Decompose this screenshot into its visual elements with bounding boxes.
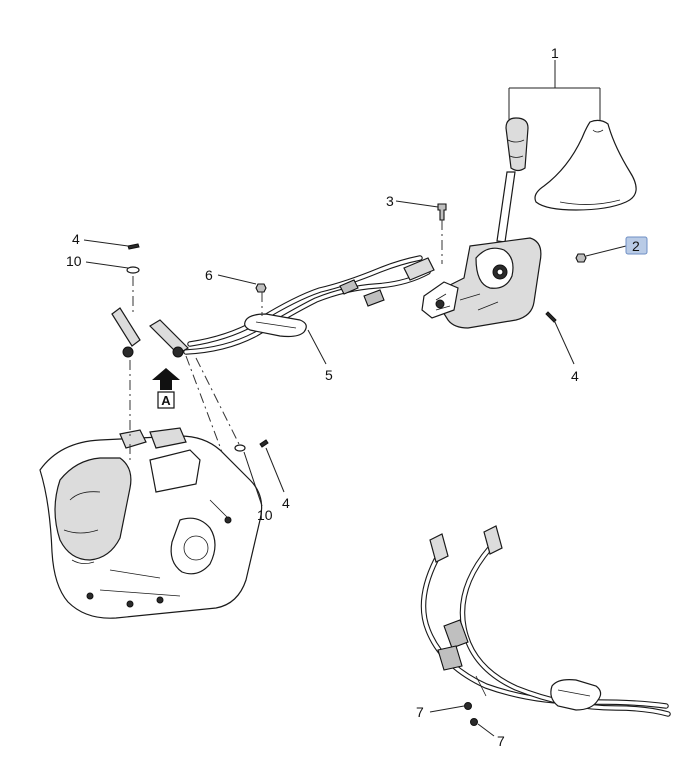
leader-lines (83, 60, 627, 737)
callout-10-lower: 10 (257, 507, 273, 523)
callout-10-upper-left: 10 (66, 253, 82, 269)
washer-10-lower (234, 444, 246, 452)
view-arrow-icon (152, 368, 180, 390)
callout-1: 1 (551, 45, 559, 61)
bolt-3 (437, 203, 447, 221)
nut-6 (255, 283, 267, 293)
callout-3: 3 (386, 193, 394, 209)
clip-4-right (545, 311, 557, 323)
washer-10-upper (126, 266, 140, 274)
inset-nut-upper (464, 702, 472, 710)
transmission-housing (39, 427, 263, 619)
callout-4-lower: 4 (282, 495, 290, 511)
callout-4-upper-left: 4 (72, 231, 80, 247)
callout-7-upper: 7 (416, 704, 424, 720)
cable-end-left (111, 307, 141, 347)
callout-4-right: 4 (571, 368, 579, 384)
callout-2-highlight (625, 236, 648, 255)
nut-2 (575, 253, 587, 263)
shift-cable-assembly (111, 255, 435, 358)
hardware (126, 203, 587, 452)
cable-end-right (149, 319, 189, 355)
shift-knob (505, 117, 529, 172)
clip-4-lower (259, 439, 269, 448)
callout-labels: 1 2 3 4 10 6 5 4 10 4 7 7 (66, 45, 648, 749)
inset-cable-bracket (550, 679, 602, 711)
inset-nut-lower (470, 718, 478, 726)
shift-lever-shaft (496, 171, 516, 243)
alignment-lines (129, 220, 443, 462)
shift-lever-assembly (421, 117, 637, 329)
clip-4-upper (127, 243, 140, 250)
callout-7-lower: 7 (497, 733, 505, 749)
callout-2: 2 (632, 238, 640, 254)
shift-boot (534, 119, 637, 211)
view-label: A (161, 393, 171, 408)
callout-6: 6 (205, 267, 213, 283)
callout-5: 5 (325, 367, 333, 383)
view-a-marker: A (152, 368, 180, 409)
inset-view-a (420, 525, 671, 726)
view-label-box (157, 391, 175, 409)
